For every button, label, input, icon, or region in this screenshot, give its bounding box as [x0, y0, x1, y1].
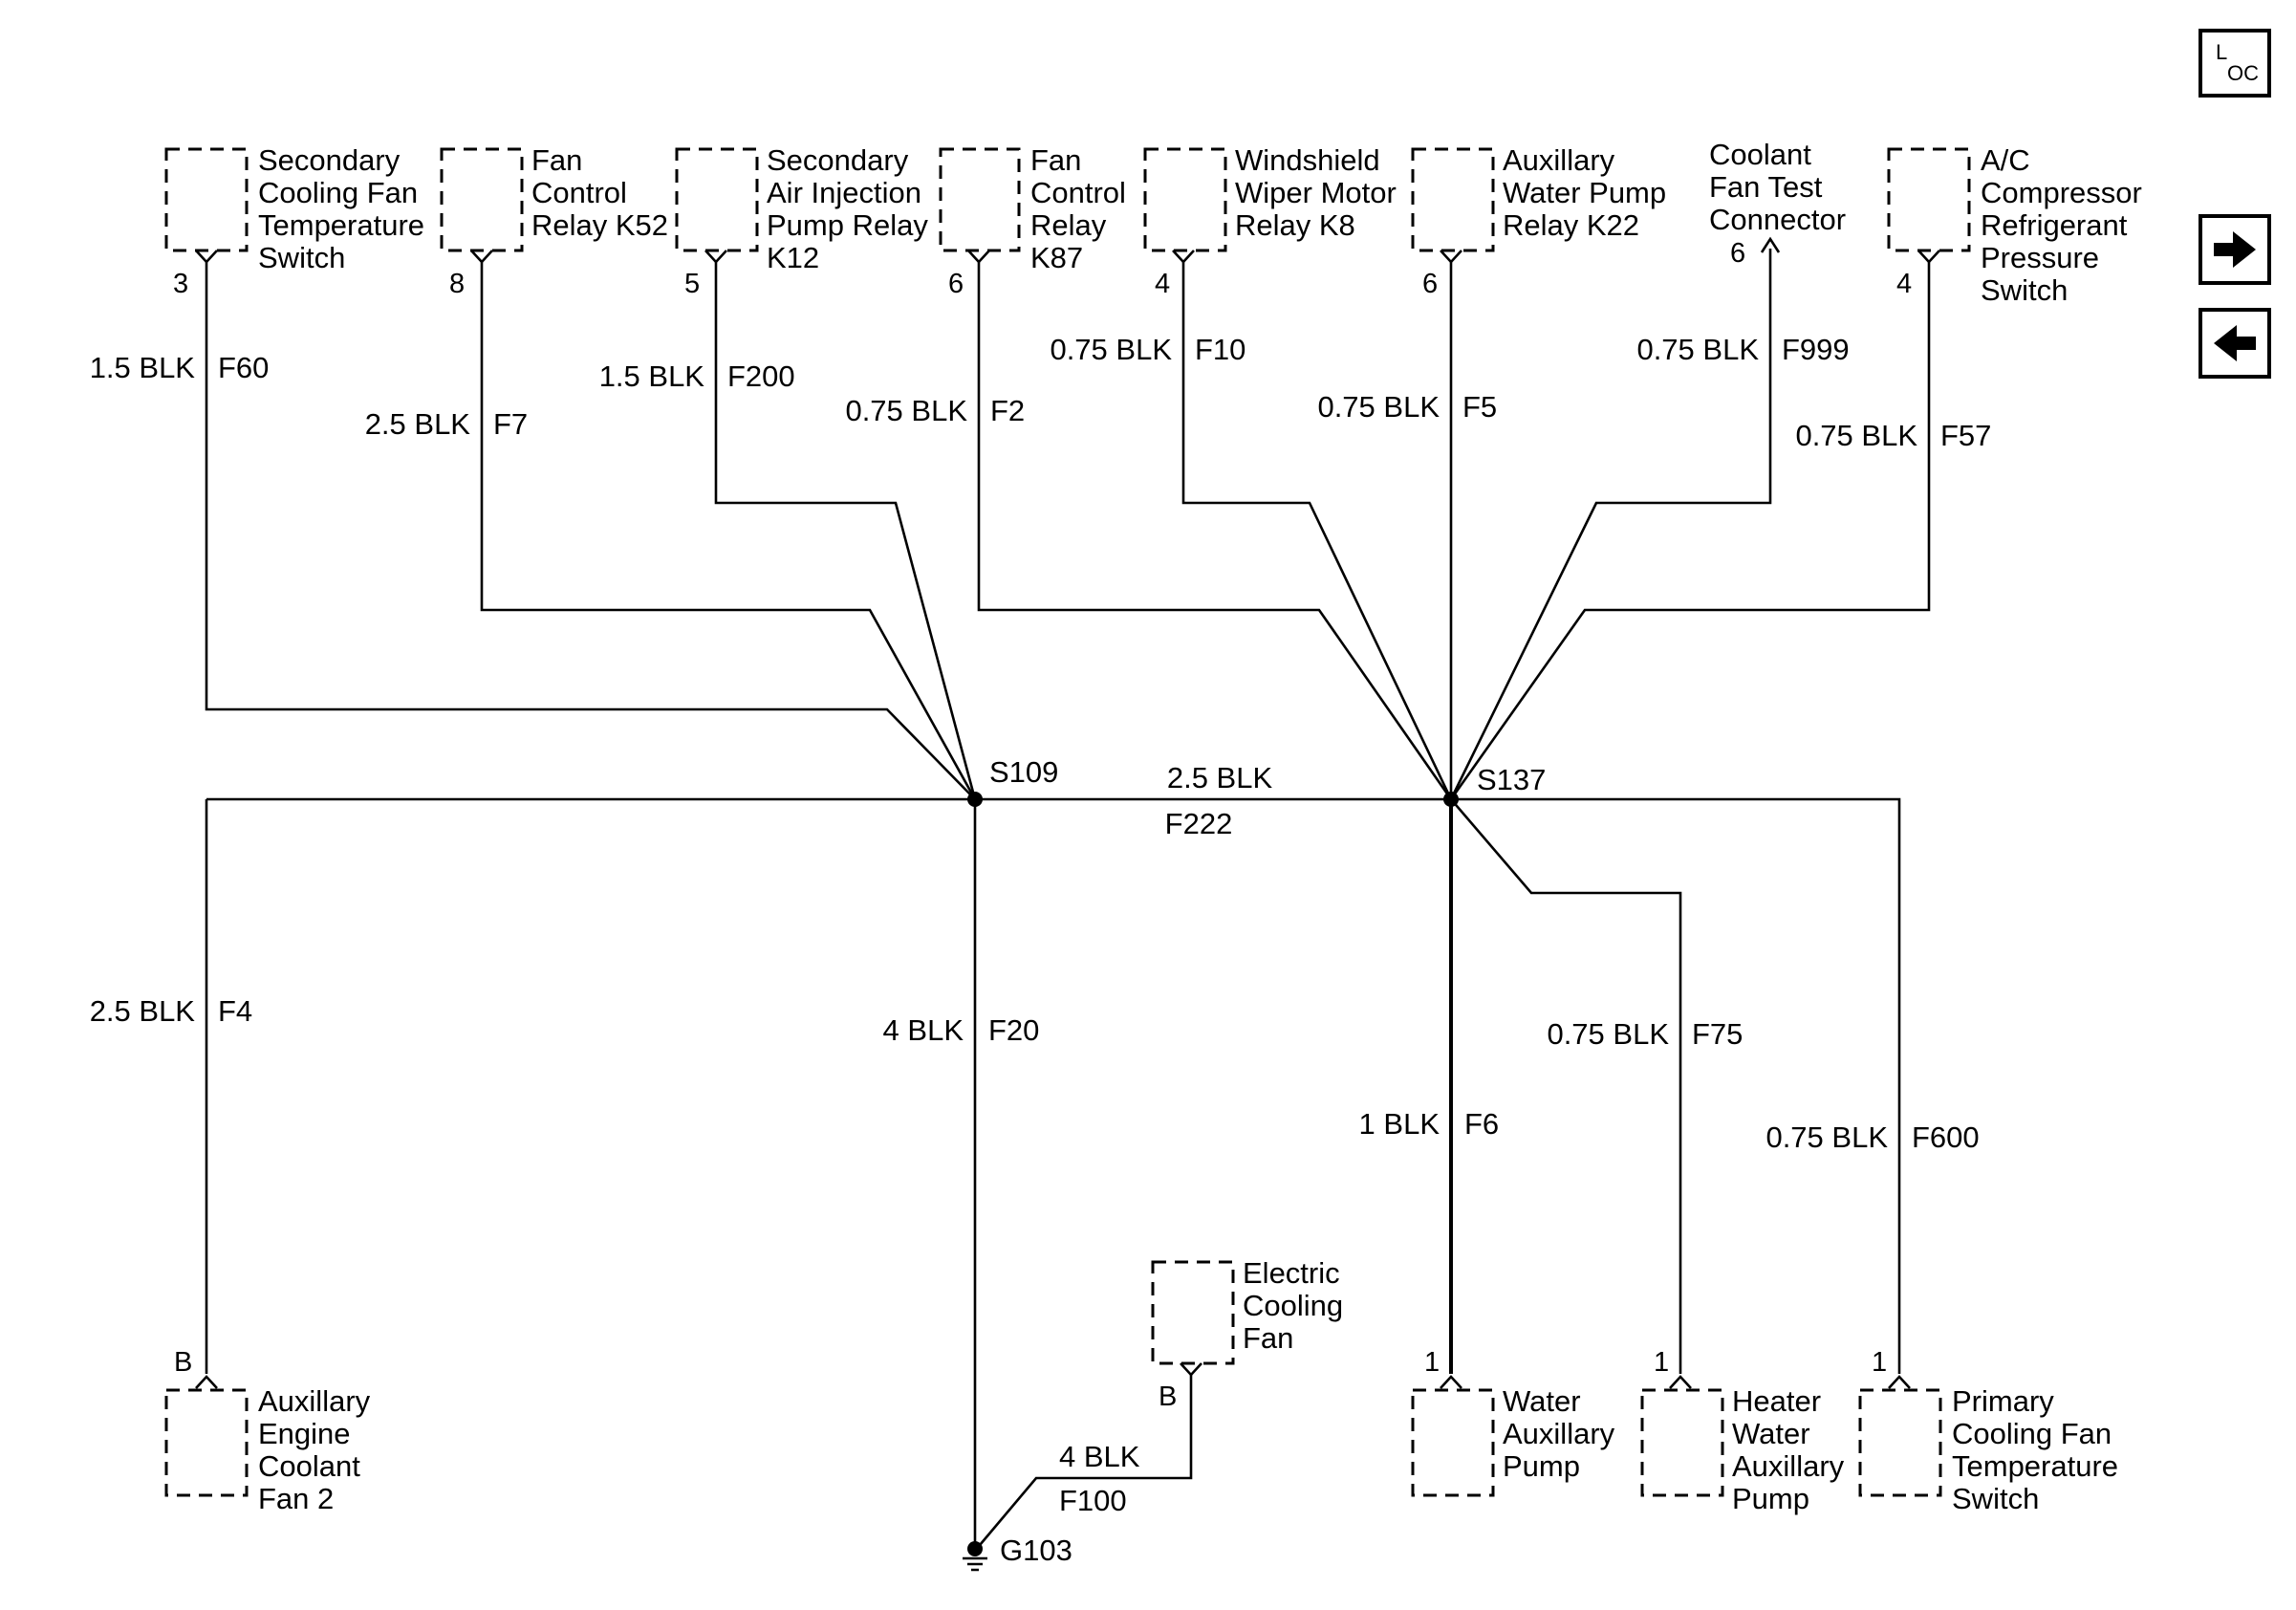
- pin-label: 6: [1422, 269, 1438, 299]
- wire-circuit-label: F75: [1692, 1017, 1743, 1051]
- wire-gauge-label: 1.5 BLK: [90, 351, 196, 384]
- wire-f10: [1181, 260, 1453, 800]
- wire-circuit-label: F5: [1462, 390, 1497, 424]
- wire-circuit-label: F10: [1195, 333, 1245, 366]
- wire-gauge-label: 0.75 BLK: [1050, 333, 1172, 366]
- arrow-left-icon: [2214, 325, 2256, 361]
- wire-gauge-label: 4 BLK: [883, 1013, 964, 1047]
- wire-circuit-label: F200: [727, 359, 795, 393]
- previous-page-button[interactable]: [2199, 308, 2271, 379]
- wire-f100: [974, 1374, 1193, 1552]
- pin-label: 1: [1424, 1347, 1440, 1378]
- wire-gauge-label: 2.5 BLK: [1167, 761, 1273, 794]
- loc-button[interactable]: L OC: [2199, 29, 2271, 98]
- wire-circuit-label: F100: [1059, 1484, 1127, 1517]
- wire-circuit-label: F2: [990, 394, 1025, 427]
- wire-circuit-label: F7: [493, 407, 528, 441]
- splice-s109-dot: [967, 792, 983, 807]
- wire-gauge-label: 2.5 BLK: [90, 994, 196, 1028]
- wire-circuit-label: F20: [988, 1013, 1039, 1047]
- wire-f600: [1451, 797, 1901, 1374]
- wire-f60: [205, 260, 976, 800]
- arrow-up-icon: [1760, 236, 1781, 253]
- pin-label: 6: [1730, 238, 1745, 269]
- wire-gauge-label: 0.75 BLK: [1636, 333, 1759, 366]
- wire-f999: [1449, 249, 1772, 800]
- wire-f200: [714, 260, 977, 800]
- wire-circuit-label: F57: [1940, 419, 1991, 452]
- pin-label: 5: [684, 269, 700, 299]
- wire-circuit-label: F600: [1912, 1120, 1980, 1154]
- wire-gauge-label: 0.75 BLK: [845, 394, 967, 427]
- wire-circuit-label: F4: [218, 994, 252, 1028]
- pin-label: 1: [1872, 1347, 1887, 1378]
- splice-s137-label: S137: [1477, 763, 1546, 796]
- wires: [205, 249, 1931, 1552]
- wire-gauge-label: 1 BLK: [1359, 1107, 1440, 1141]
- wire-circuit-label: F6: [1464, 1107, 1499, 1141]
- wire-circuit-label: F222: [1165, 807, 1233, 840]
- ground-g103-label: G103: [1000, 1534, 1072, 1567]
- pin-label: 6: [948, 269, 964, 299]
- wire-circuit-label: F999: [1782, 333, 1850, 366]
- pin-label: 4: [1155, 269, 1170, 299]
- loc-button-sub: OC: [2227, 61, 2259, 85]
- wire-gauge-label: 2.5 BLK: [365, 407, 471, 441]
- pin-label: 8: [449, 269, 465, 299]
- pin-label: 1: [1654, 1347, 1669, 1378]
- wire-gauge-label: 1.5 BLK: [599, 359, 705, 393]
- pin-label: B: [174, 1347, 192, 1378]
- splice-s137-dot: [1443, 792, 1459, 807]
- splice-s109-label: S109: [989, 755, 1058, 789]
- arrow-right-icon: [2214, 231, 2256, 268]
- wire-gauge-label: 0.75 BLK: [1317, 390, 1440, 424]
- next-page-button[interactable]: [2199, 214, 2271, 285]
- wire-gauge-label: 0.75 BLK: [1547, 1017, 1669, 1051]
- wire-gauge-label: 4 BLK: [1059, 1440, 1140, 1473]
- pin-label: 3: [173, 269, 188, 299]
- pin-label: B: [1159, 1382, 1177, 1412]
- wire-f75: [1450, 798, 1682, 1374]
- wire-circuit-label: F60: [218, 351, 269, 384]
- wire-f2: [977, 260, 1453, 800]
- wire-gauge-label: 0.75 BLK: [1795, 419, 1917, 452]
- wire-gauge-label: 0.75 BLK: [1765, 1120, 1888, 1154]
- wire-labels: 1.5 BLK F60 2.5 BLK F7 1.5 BLK F200 0.75…: [90, 333, 1992, 1517]
- wire-f7: [480, 260, 977, 800]
- ground-icon: [963, 1541, 987, 1572]
- loc-button-main: L: [2216, 40, 2227, 64]
- wire-f57: [1449, 260, 1931, 800]
- pin-label: 4: [1896, 269, 1912, 299]
